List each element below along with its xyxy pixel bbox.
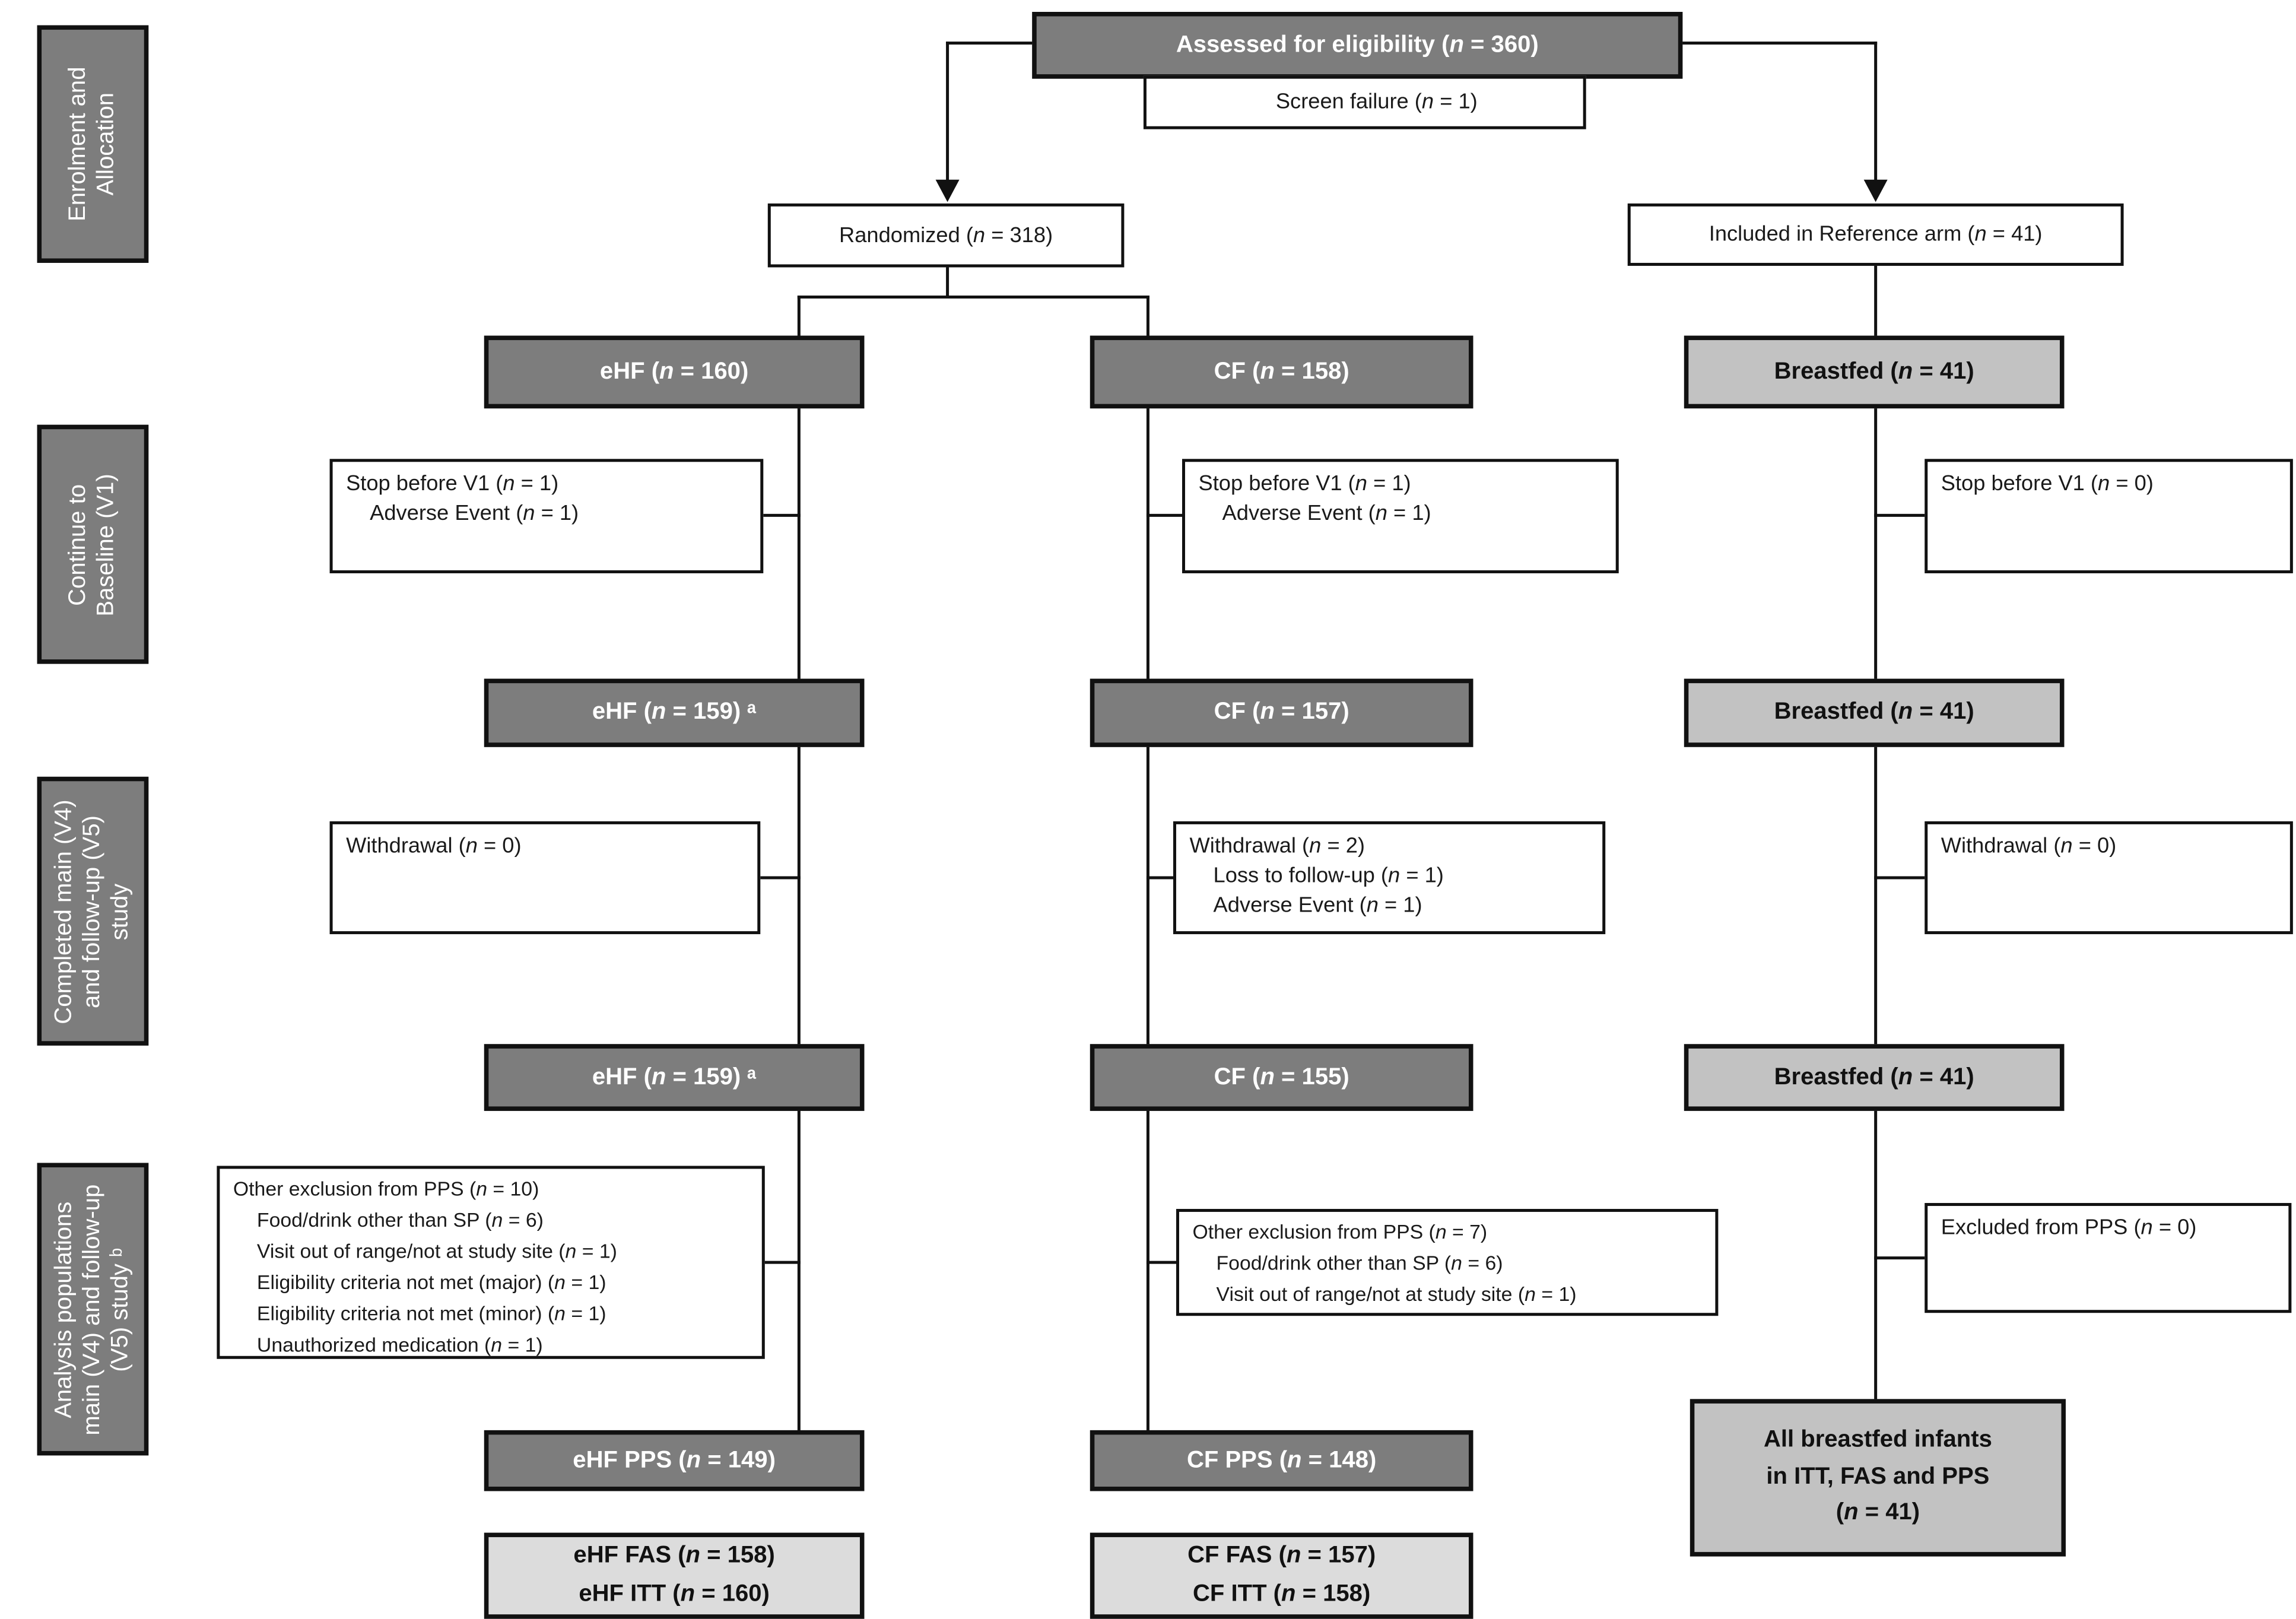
cf-baseline-box: CF (n = 157) xyxy=(1090,678,1473,747)
stub-cf-exclusion xyxy=(1146,1261,1179,1264)
cf-fas-itt-box: CF FAS (n = 157) CF ITT (n = 158) xyxy=(1090,1532,1473,1619)
cf-exclusion-title: Other exclusion from PPS (n = 7) xyxy=(1192,1221,1488,1243)
ehf-withdrawal-box: Withdrawal (n = 0) xyxy=(329,821,761,935)
stage-band-enrolment-label: Enrolment and Allocation xyxy=(65,66,118,221)
cf-pps-label: CF PPS (n = 148) xyxy=(1186,1447,1377,1473)
ehf-baseline-box: eHF (n = 159) ᵃ xyxy=(484,678,865,747)
randomized-box: Randomized (n = 318) xyxy=(767,203,1125,268)
cf-baseline-label: CF (n = 157) xyxy=(1214,699,1349,725)
ehf-withdrawal-line: Withdrawal (n = 0) xyxy=(346,834,522,859)
cf-completed-box: CF (n = 155) xyxy=(1090,1044,1473,1111)
cf-withdrawal-reason: Loss to follow-up (n = 1) xyxy=(1213,864,1444,888)
breastfed-final-box: All breastfed infants in ITT, FAS and PP… xyxy=(1690,1399,2066,1557)
stage-band-analysis: Analysis populations main (V4) and follo… xyxy=(37,1163,149,1456)
stage-band-baseline: Continue to Baseline (V1) xyxy=(37,424,149,664)
cf-fas-label: CF FAS (n = 157) xyxy=(1187,1544,1376,1569)
connector-top-left xyxy=(946,42,1036,45)
connector-cf-column xyxy=(1146,295,1149,1433)
connector-stem-reference xyxy=(1874,42,1878,188)
cf-stop-line: Stop before V1 (n = 1) xyxy=(1198,472,1411,496)
ehf-fas-label: eHF FAS (n = 158) xyxy=(573,1544,775,1569)
stub-cf-withdrawal xyxy=(1146,876,1176,880)
arrow-down-icon xyxy=(1863,179,1888,202)
breastfed-completed-label: Breastfed (n = 41) xyxy=(1774,1064,1974,1090)
cf-exclusion-item: Visit out of range/not at study site (n … xyxy=(1216,1283,1577,1306)
stage-band-baseline-label: Continue to Baseline (V1) xyxy=(65,473,118,616)
ehf-exclusion-item: Food/drink other than SP (n = 6) xyxy=(256,1209,544,1231)
ehf-exclusion-item: Visit out of range/not at study site (n … xyxy=(256,1240,617,1263)
ehf-itt-label: eHF ITT (n = 160) xyxy=(579,1582,770,1607)
breastfed-excluded-line: Excluded from PPS (n = 0) xyxy=(1941,1216,2197,1240)
ehf-pps-label: eHF PPS (n = 149) xyxy=(573,1447,776,1473)
breastfed-withdrawal-line: Withdrawal (n = 0) xyxy=(1941,834,2117,859)
breastfed-excluded-box: Excluded from PPS (n = 0) xyxy=(1925,1203,2292,1313)
assessed-eligibility-label: Assessed for eligibility (n = 360) xyxy=(1176,31,1539,58)
connector-breastfed-column xyxy=(1874,264,1878,1402)
screen-failure-label: Screen failure (n = 1) xyxy=(1275,90,1478,115)
reference-arm-label: Included in Reference arm (n = 41) xyxy=(1708,223,2043,247)
stage-band-enrolment: Enrolment and Allocation xyxy=(37,25,149,263)
cf-allocation-box: CF (n = 158) xyxy=(1090,335,1473,409)
breastfed-withdrawal-box: Withdrawal (n = 0) xyxy=(1925,821,2293,935)
ehf-stop-reason: Adverse Event (n = 1) xyxy=(370,501,579,526)
ehf-completed-label: eHF (n = 159) ᵃ xyxy=(592,1064,757,1090)
cf-pps-box: CF PPS (n = 148) xyxy=(1090,1430,1473,1491)
cf-withdrawal-reason: Adverse Event (n = 1) xyxy=(1213,894,1422,918)
stub-breastfed-stop xyxy=(1874,513,1928,517)
stub-breastfed-exclusion xyxy=(1874,1256,1928,1260)
breastfed-final-label: All breastfed infants in ITT, FAS and PP… xyxy=(1763,1427,1992,1526)
stub-ehf-withdrawal xyxy=(760,876,801,880)
breastfed-stop-line: Stop before V1 (n = 0) xyxy=(1941,472,2154,496)
breastfed-stop-box: Stop before V1 (n = 0) xyxy=(1925,459,2293,573)
connector-stem-randomized xyxy=(946,42,949,188)
cf-itt-label: CF ITT (n = 158) xyxy=(1193,1582,1371,1607)
stub-ehf-stop xyxy=(763,513,801,517)
randomized-label: Randomized (n = 318) xyxy=(839,223,1053,247)
breastfed-baseline-label: Breastfed (n = 41) xyxy=(1774,699,1974,725)
cf-stop-box: Stop before V1 (n = 1) Adverse Event (n … xyxy=(1182,459,1619,573)
stub-breastfed-withdrawal xyxy=(1874,876,1928,880)
breastfed-allocation-box: Breastfed (n = 41) xyxy=(1684,335,2065,409)
connector-randomized-split xyxy=(946,265,949,299)
ehf-exclusion-title: Other exclusion from PPS (n = 10) xyxy=(233,1177,539,1201)
connector-split-horizontal xyxy=(797,295,1149,299)
ehf-allocation-box: eHF (n = 160) xyxy=(484,335,865,409)
stage-band-analysis-label: Analysis populations main (V4) and follo… xyxy=(50,1183,132,1435)
connector-top-right xyxy=(1679,42,1878,45)
cf-exclusion-item: Food/drink other than SP (n = 6) xyxy=(1216,1252,1503,1275)
cf-stop-reason: Adverse Event (n = 1) xyxy=(1222,501,1431,526)
stage-band-completed: Completed main (V4) and follow-up (V5) s… xyxy=(37,776,149,1046)
screen-failure-box: Screen failure (n = 1) xyxy=(1143,75,1586,129)
ehf-fas-itt-box: eHF FAS (n = 158) eHF ITT (n = 160) xyxy=(484,1532,865,1619)
cf-completed-label: CF (n = 155) xyxy=(1214,1064,1349,1090)
ehf-exclusion-item: Eligibility criteria not met (major) (n … xyxy=(256,1271,606,1294)
stage-band-completed-label: Completed main (V4) and follow-up (V5) s… xyxy=(50,799,132,1024)
ehf-exclusion-box: Other exclusion from PPS (n = 10) Food/d… xyxy=(217,1166,765,1359)
ehf-pps-box: eHF PPS (n = 149) xyxy=(484,1430,865,1491)
cf-allocation-label: CF (n = 158) xyxy=(1214,358,1349,384)
connector-ehf-column xyxy=(797,295,801,1433)
reference-arm-box: Included in Reference arm (n = 41) xyxy=(1627,203,2124,266)
cf-withdrawal-box: Withdrawal (n = 2) Loss to follow-up (n … xyxy=(1173,821,1606,935)
ehf-baseline-label: eHF (n = 159) ᵃ xyxy=(592,699,757,725)
ehf-stop-box: Stop before V1 (n = 1) Adverse Event (n … xyxy=(329,459,764,573)
ehf-exclusion-item: Eligibility criteria not met (minor) (n … xyxy=(256,1303,606,1325)
arrow-down-icon xyxy=(935,179,960,202)
ehf-stop-line: Stop before V1 (n = 1) xyxy=(346,472,559,496)
assessed-eligibility-box: Assessed for eligibility (n = 360) xyxy=(1032,12,1683,79)
stub-cf-stop xyxy=(1146,513,1185,517)
breastfed-completed-box: Breastfed (n = 41) xyxy=(1684,1044,2065,1111)
cf-withdrawal-line: Withdrawal (n = 2) xyxy=(1189,834,1365,859)
breastfed-baseline-box: Breastfed (n = 41) xyxy=(1684,678,2065,747)
ehf-completed-box: eHF (n = 159) ᵃ xyxy=(484,1044,865,1111)
stub-ehf-exclusion xyxy=(761,1261,801,1264)
ehf-exclusion-item: Unauthorized medication (n = 1) xyxy=(256,1334,543,1357)
ehf-allocation-label: eHF (n = 160) xyxy=(599,358,749,384)
cf-exclusion-box: Other exclusion from PPS (n = 7) Food/dr… xyxy=(1176,1209,1719,1316)
breastfed-allocation-label: Breastfed (n = 41) xyxy=(1774,358,1974,384)
